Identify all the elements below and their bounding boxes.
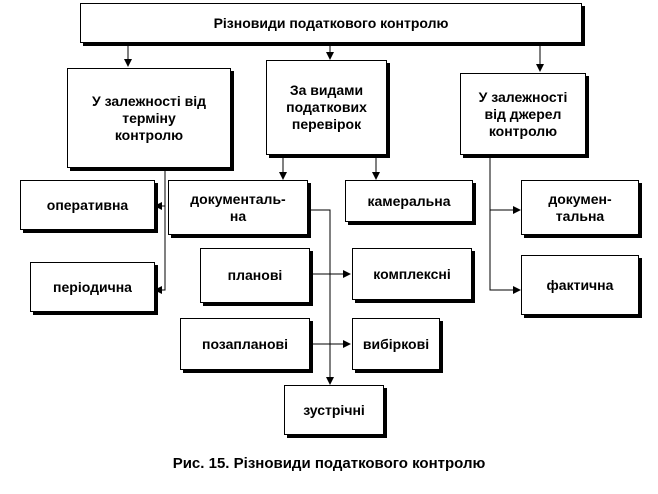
documentary-mid-box: документаль- на — [168, 180, 308, 235]
counter-box: зустрічні — [284, 385, 384, 435]
group-by-term-box: У залежності від терміну контролю — [67, 68, 231, 168]
arrow-to-documentary-right — [489, 155, 521, 214]
arrow-to-operative — [154, 168, 166, 210]
figure-caption: Рис. 15. Різновиди податкового контролю — [0, 455, 658, 472]
group-by-types-box: За видами податкових перевірок — [266, 60, 387, 155]
group-by-sources-box: У залежності від джерел контролю — [460, 73, 586, 155]
arrow-to-periodic — [154, 206, 166, 294]
unplanned-box: позапланові — [180, 318, 310, 370]
arrow-to-factual — [489, 210, 521, 294]
title-box: Різновиди податкового контролю — [80, 3, 582, 43]
factual-box: фактична — [521, 255, 639, 315]
figure-caption-prefix: Рис. 15. — [172, 455, 230, 472]
figure-caption-text: Різновиди податкового контролю — [233, 455, 486, 472]
periodic-box: періодична — [30, 262, 155, 312]
arrow-to-counter — [308, 209, 334, 385]
comprehensive-box: комплексні — [352, 248, 472, 300]
planned-box: планові — [200, 248, 310, 303]
cameral-box: камеральна — [345, 180, 473, 222]
selective-box: вибіркові — [352, 318, 440, 370]
operative-box: оперативна — [20, 180, 155, 230]
documentary-right-box: докумен- тальна — [521, 180, 639, 235]
